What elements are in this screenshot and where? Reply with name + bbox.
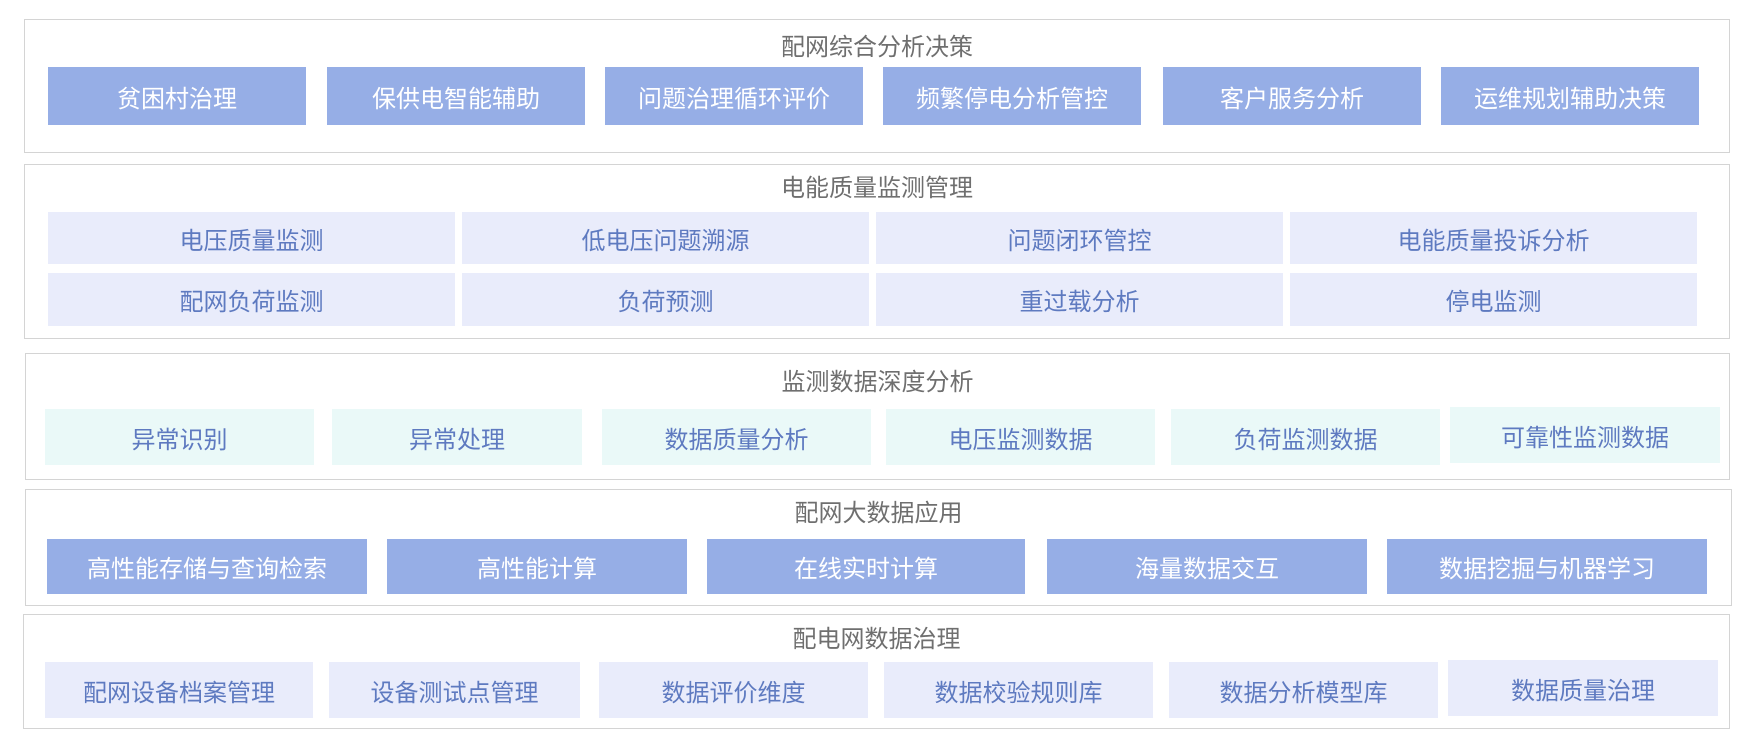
module-hp-storage-query: 高性能存储与查询检索 — [47, 539, 367, 594]
module-power-supply-assist: 保供电智能辅助 — [327, 67, 585, 125]
module-anomaly-detection: 异常识别 — [45, 409, 314, 465]
section-title: 配网大数据应用 — [794, 499, 963, 527]
module-complaint-analysis: 电能质量投诉分析 — [1290, 212, 1697, 264]
module-data-quality-governance: 数据质量治理 — [1448, 660, 1718, 716]
section-big-data-application: 配网大数据应用 高性能存储与查询检索 高性能计算 在线实时计算 海量数据交互 数… — [25, 489, 1732, 606]
module-anomaly-handling: 异常处理 — [332, 409, 582, 465]
module-analysis-model-library: 数据分析模型库 — [1169, 662, 1438, 718]
section-title: 电能质量监测管理 — [781, 174, 973, 202]
module-voltage-quality: 电压质量监测 — [48, 212, 455, 264]
section-title: 监测数据深度分析 — [781, 368, 974, 396]
module-massive-data-exchange: 海量数据交互 — [1047, 539, 1367, 594]
section-power-quality-monitoring: 电能质量监测管理 电压质量监测 低电压问题溯源 问题闭环管控 电能质量投诉分析 … — [24, 164, 1730, 339]
module-validation-rule-library: 数据校验规则库 — [884, 662, 1153, 718]
module-load-monitoring-data: 负荷监测数据 — [1171, 409, 1440, 465]
module-reliability-monitoring-data: 可靠性监测数据 — [1450, 407, 1720, 463]
module-customer-service-analysis: 客户服务分析 — [1163, 67, 1421, 125]
module-issue-loop-evaluation: 问题治理循环评价 — [605, 67, 863, 125]
section-comprehensive-decision: 配网综合分析决策 贫困村治理 保供电智能辅助 问题治理循环评价 频繁停电分析管控… — [24, 19, 1730, 153]
module-frequent-outage-control: 频繁停电分析管控 — [883, 67, 1141, 125]
module-load-forecast: 负荷预测 — [462, 273, 869, 326]
module-data-quality-analysis: 数据质量分析 — [602, 409, 871, 465]
module-device-archive-management: 配网设备档案管理 — [45, 662, 313, 718]
module-issue-closed-loop: 问题闭环管控 — [876, 212, 1283, 264]
module-load-monitoring: 配网负荷监测 — [48, 273, 455, 326]
module-hp-computing: 高性能计算 — [387, 539, 687, 594]
section-title: 配网综合分析决策 — [781, 33, 973, 61]
module-voltage-monitoring-data: 电压监测数据 — [886, 409, 1155, 465]
section-data-governance: 配电网数据治理 配网设备档案管理 设备测试点管理 数据评价维度 数据校验规则库 … — [23, 614, 1730, 729]
module-data-evaluation-dimension: 数据评价维度 — [599, 662, 868, 718]
module-low-voltage-trace: 低电压问题溯源 — [462, 212, 869, 264]
module-overload-analysis: 重过载分析 — [876, 273, 1283, 326]
section-title: 配电网数据治理 — [792, 625, 961, 653]
module-test-point-management: 设备测试点管理 — [329, 662, 580, 718]
module-online-realtime-computing: 在线实时计算 — [707, 539, 1025, 594]
module-outage-monitoring: 停电监测 — [1290, 273, 1697, 326]
module-data-mining-ml: 数据挖掘与机器学习 — [1387, 539, 1707, 594]
module-poverty-village-governance: 贫困村治理 — [48, 67, 306, 125]
module-ops-planning-decision: 运维规划辅助决策 — [1441, 67, 1699, 125]
section-deep-data-analysis: 监测数据深度分析 异常识别 异常处理 数据质量分析 电压监测数据 负荷监测数据 … — [25, 353, 1730, 480]
